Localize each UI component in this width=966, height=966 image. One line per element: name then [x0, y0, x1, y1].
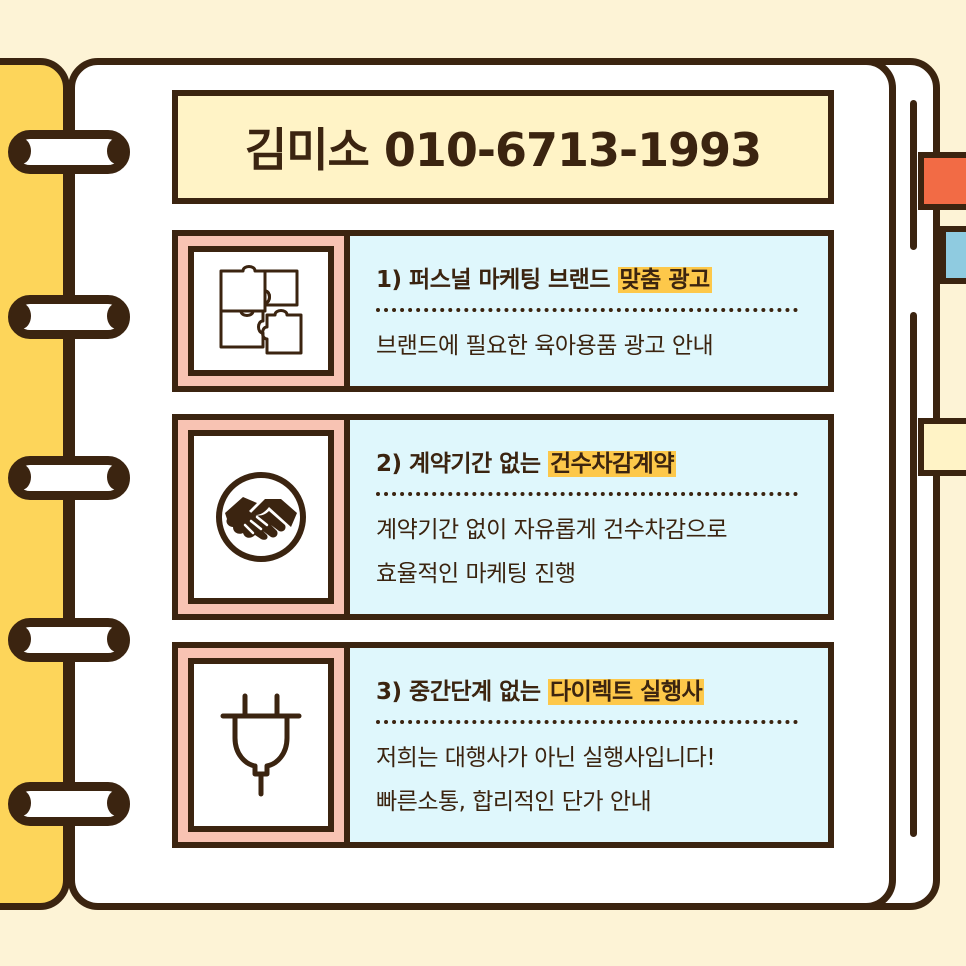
- binder-ring: [8, 782, 130, 826]
- binder-ring: [8, 295, 130, 339]
- contact-text: 김미소 010-6713-1993: [244, 114, 762, 180]
- binder-ring: [8, 456, 130, 500]
- feature-content: 3) 중간단계 없는 다이렉트 실행사 저희는 대행사가 아닌 실행사입니다! …: [350, 648, 828, 842]
- icon-frame: [178, 236, 350, 386]
- feature-heading: 2) 계약기간 없는 건수차감계약: [376, 444, 828, 478]
- description-line: 빠른소통, 합리적인 단가 안내: [376, 789, 652, 815]
- puzzle-icon: [219, 265, 303, 355]
- binder-ring: [8, 618, 130, 662]
- feature-heading-highlight: 다이렉트 실행사: [548, 679, 705, 705]
- feature-heading: 1) 퍼스널 마케팅 브랜드 맞춤 광고: [376, 260, 828, 294]
- description-line: 저희는 대행사가 아닌 실행사입니다!: [376, 745, 716, 771]
- dotted-divider: [376, 308, 798, 312]
- index-tab-yellow: [918, 418, 966, 476]
- feature-content: 2) 계약기간 없는 건수차감계약 계약기간 없이 자유롭게 건수차감으로 효율…: [350, 420, 828, 614]
- icon-frame: [178, 420, 350, 614]
- description-line: 계약기간 없이 자유롭게 건수차감으로: [376, 517, 728, 543]
- icon-box: [188, 430, 334, 604]
- plug-icon: [220, 693, 302, 797]
- page-edge-line: [910, 312, 917, 837]
- feature-number: 2): [376, 451, 402, 477]
- icon-box: [188, 246, 334, 376]
- feature-content: 1) 퍼스널 마케팅 브랜드 맞춤 광고 브랜드에 필요한 육아용품 광고 안내: [350, 236, 828, 386]
- feature-number: 1): [376, 267, 402, 293]
- feature-description: 계약기간 없이 자유롭게 건수차감으로 효율적인 마케팅 진행: [376, 508, 828, 596]
- dotted-divider: [376, 492, 798, 496]
- description-line: 효율적인 마케팅 진행: [376, 561, 576, 587]
- contact-banner: 김미소 010-6713-1993: [172, 90, 834, 204]
- feature-number: 3): [376, 679, 402, 705]
- feature-row-3: 3) 중간단계 없는 다이렉트 실행사 저희는 대행사가 아닌 실행사입니다! …: [172, 642, 834, 848]
- feature-heading: 3) 중간단계 없는 다이렉트 실행사: [376, 672, 828, 706]
- index-tab-orange: [918, 152, 966, 210]
- feature-row-2: 2) 계약기간 없는 건수차감계약 계약기간 없이 자유롭게 건수차감으로 효율…: [172, 414, 834, 620]
- page-edge-line: [910, 100, 917, 250]
- feature-description: 브랜드에 필요한 육아용품 광고 안내: [376, 324, 828, 368]
- feature-heading-highlight: 맞춤 광고: [617, 267, 712, 293]
- feature-description: 저희는 대행사가 아닌 실행사입니다! 빠른소통, 합리적인 단가 안내: [376, 736, 828, 824]
- feature-heading-text: 계약기간 없는: [409, 451, 541, 477]
- feature-heading-highlight: 건수차감계약: [548, 451, 676, 477]
- feature-row-1: 1) 퍼스널 마케팅 브랜드 맞춤 광고 브랜드에 필요한 육아용품 광고 안내: [172, 230, 834, 392]
- feature-heading-text: 퍼스널 마케팅 브랜드: [409, 267, 610, 293]
- icon-frame: [178, 648, 350, 842]
- index-tab-blue: [940, 226, 966, 284]
- contact-phone: 010-6713-1993: [383, 123, 762, 177]
- dotted-divider: [376, 720, 798, 724]
- feature-heading-text: 중간단계 없는: [409, 679, 541, 705]
- description-line: 브랜드에 필요한 육아용품 광고 안내: [376, 333, 714, 359]
- binder-ring: [8, 130, 130, 174]
- handshake-icon: [216, 472, 306, 562]
- contact-name: 김미소: [244, 123, 370, 177]
- icon-box: [188, 658, 334, 832]
